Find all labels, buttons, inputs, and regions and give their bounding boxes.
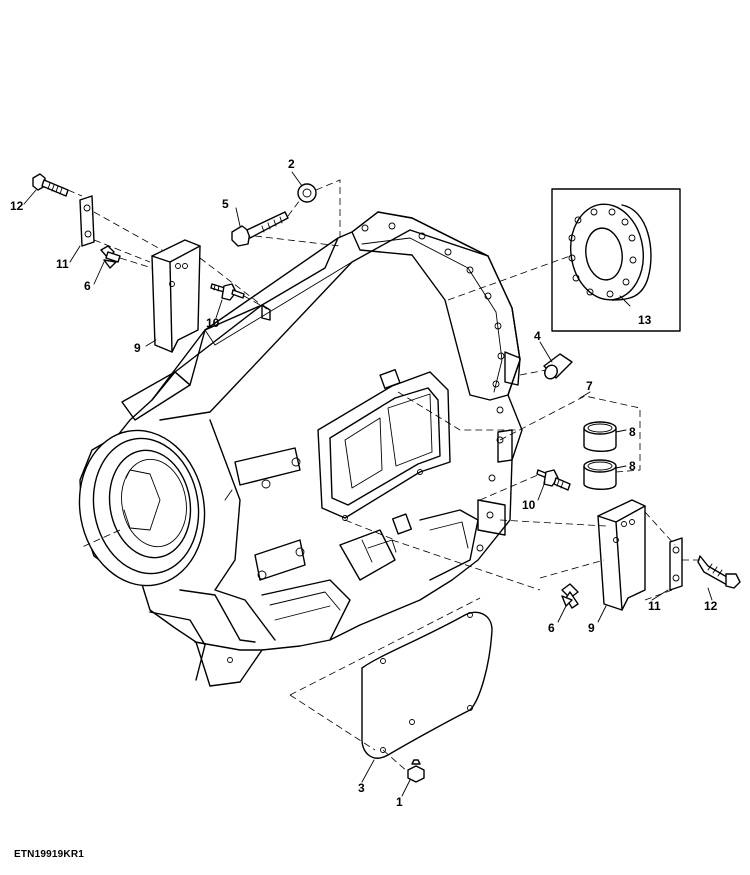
- callout-labels: 12 11 6 9 10 5 2 4 7 8 8 10 13 6 9 11 12…: [10, 157, 718, 809]
- callout-10-left: 10: [206, 316, 220, 330]
- callout-11-left: 11: [56, 257, 69, 271]
- callout-8-upper: 8: [629, 425, 636, 439]
- callout-10-right: 10: [522, 498, 536, 512]
- bushing-8-lower: [583, 459, 617, 490]
- figure-reference-code: ETN19919KR1: [14, 849, 85, 860]
- callout-2: 2: [288, 157, 295, 171]
- callout-12-right: 12: [704, 599, 718, 613]
- callout-6-left: 6: [84, 279, 91, 293]
- callout-7: 7: [586, 379, 593, 393]
- inspection-window: [317, 368, 451, 521]
- transmission-housing: [78, 211, 523, 687]
- bracket-9-right: [597, 499, 646, 611]
- bolt-5: [231, 211, 289, 247]
- bracket-9-left: [151, 239, 201, 353]
- rear-flange-bolt-holes: [361, 222, 505, 552]
- callout-9-right: 9: [588, 621, 595, 635]
- stud-10-left: [210, 283, 245, 301]
- callout-9-left: 9: [134, 341, 141, 355]
- callout-5: 5: [222, 197, 229, 211]
- front-bore: [78, 429, 206, 587]
- callout-12-left: 12: [10, 199, 24, 213]
- wing-nut-6-left: [100, 245, 121, 269]
- wing-nut-6-right: [561, 583, 579, 609]
- strap-11-right: [669, 537, 683, 591]
- inset-box-13: [551, 188, 681, 332]
- callout-1: 1: [396, 795, 403, 809]
- bolt-12-left: [32, 173, 69, 197]
- callout-6-right: 6: [548, 621, 555, 635]
- callout-4: 4: [534, 329, 541, 343]
- callout-8-lower: 8: [629, 459, 636, 473]
- dowel-4: [543, 353, 573, 380]
- stud-10-right: [536, 469, 571, 491]
- screw-1: [407, 759, 425, 783]
- callout-13: 13: [638, 313, 652, 327]
- washer-2: [297, 183, 317, 203]
- bearing-ring: [568, 203, 652, 301]
- strap-11-left: [79, 195, 95, 247]
- assembly-leader-lines: [67, 179, 702, 773]
- callout-11-right: 11: [648, 599, 661, 613]
- callout-leaders: [23, 171, 713, 797]
- bolt-12-right: [697, 555, 741, 589]
- bushing-8-upper: [583, 421, 617, 452]
- cover-plate-3: [361, 611, 493, 759]
- callout-3: 3: [358, 781, 365, 795]
